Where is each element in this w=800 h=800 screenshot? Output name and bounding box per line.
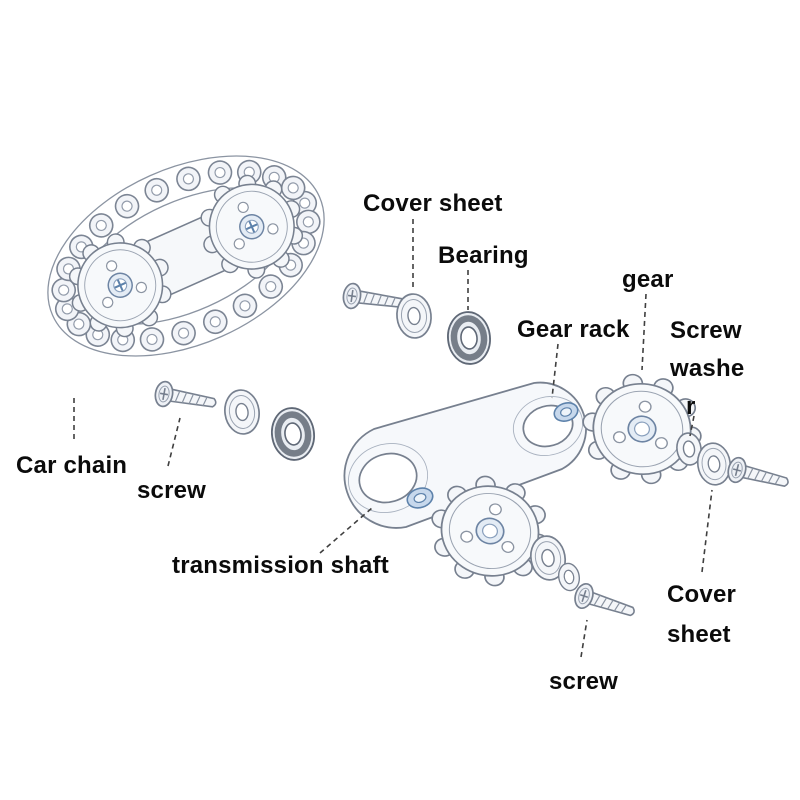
label-screw-washer: Screw washe r [670,317,745,420]
label-gear: gear [622,266,674,293]
screw-bottom-part [571,580,639,625]
bearing-left-part [269,405,318,462]
car-chain-assembly [47,155,325,357]
label-transmission-shaft: transmission shaft [172,552,389,579]
label-cover-sheet-top: Cover sheet [363,190,503,217]
screw-top-part [340,281,407,317]
label-bearing: Bearing [438,242,529,269]
cover-sheet-left-part [221,386,263,438]
bearing-top-part [445,310,492,366]
leader-lines [73,219,713,658]
screw-right-part [724,454,792,496]
screw-left-part [152,379,219,417]
label-cover-sheet-bottom: Cover sheet [667,581,737,648]
transmission-shaft-plate [343,381,587,529]
label-screw-bottom: screw [549,668,619,695]
label-gear-rack: Gear rack [517,316,630,343]
shaft-insert-left [406,487,434,509]
label-car-chain: Car chain [16,452,128,479]
shaft-insert-right [553,402,579,422]
label-screw-left: screw [137,477,207,504]
